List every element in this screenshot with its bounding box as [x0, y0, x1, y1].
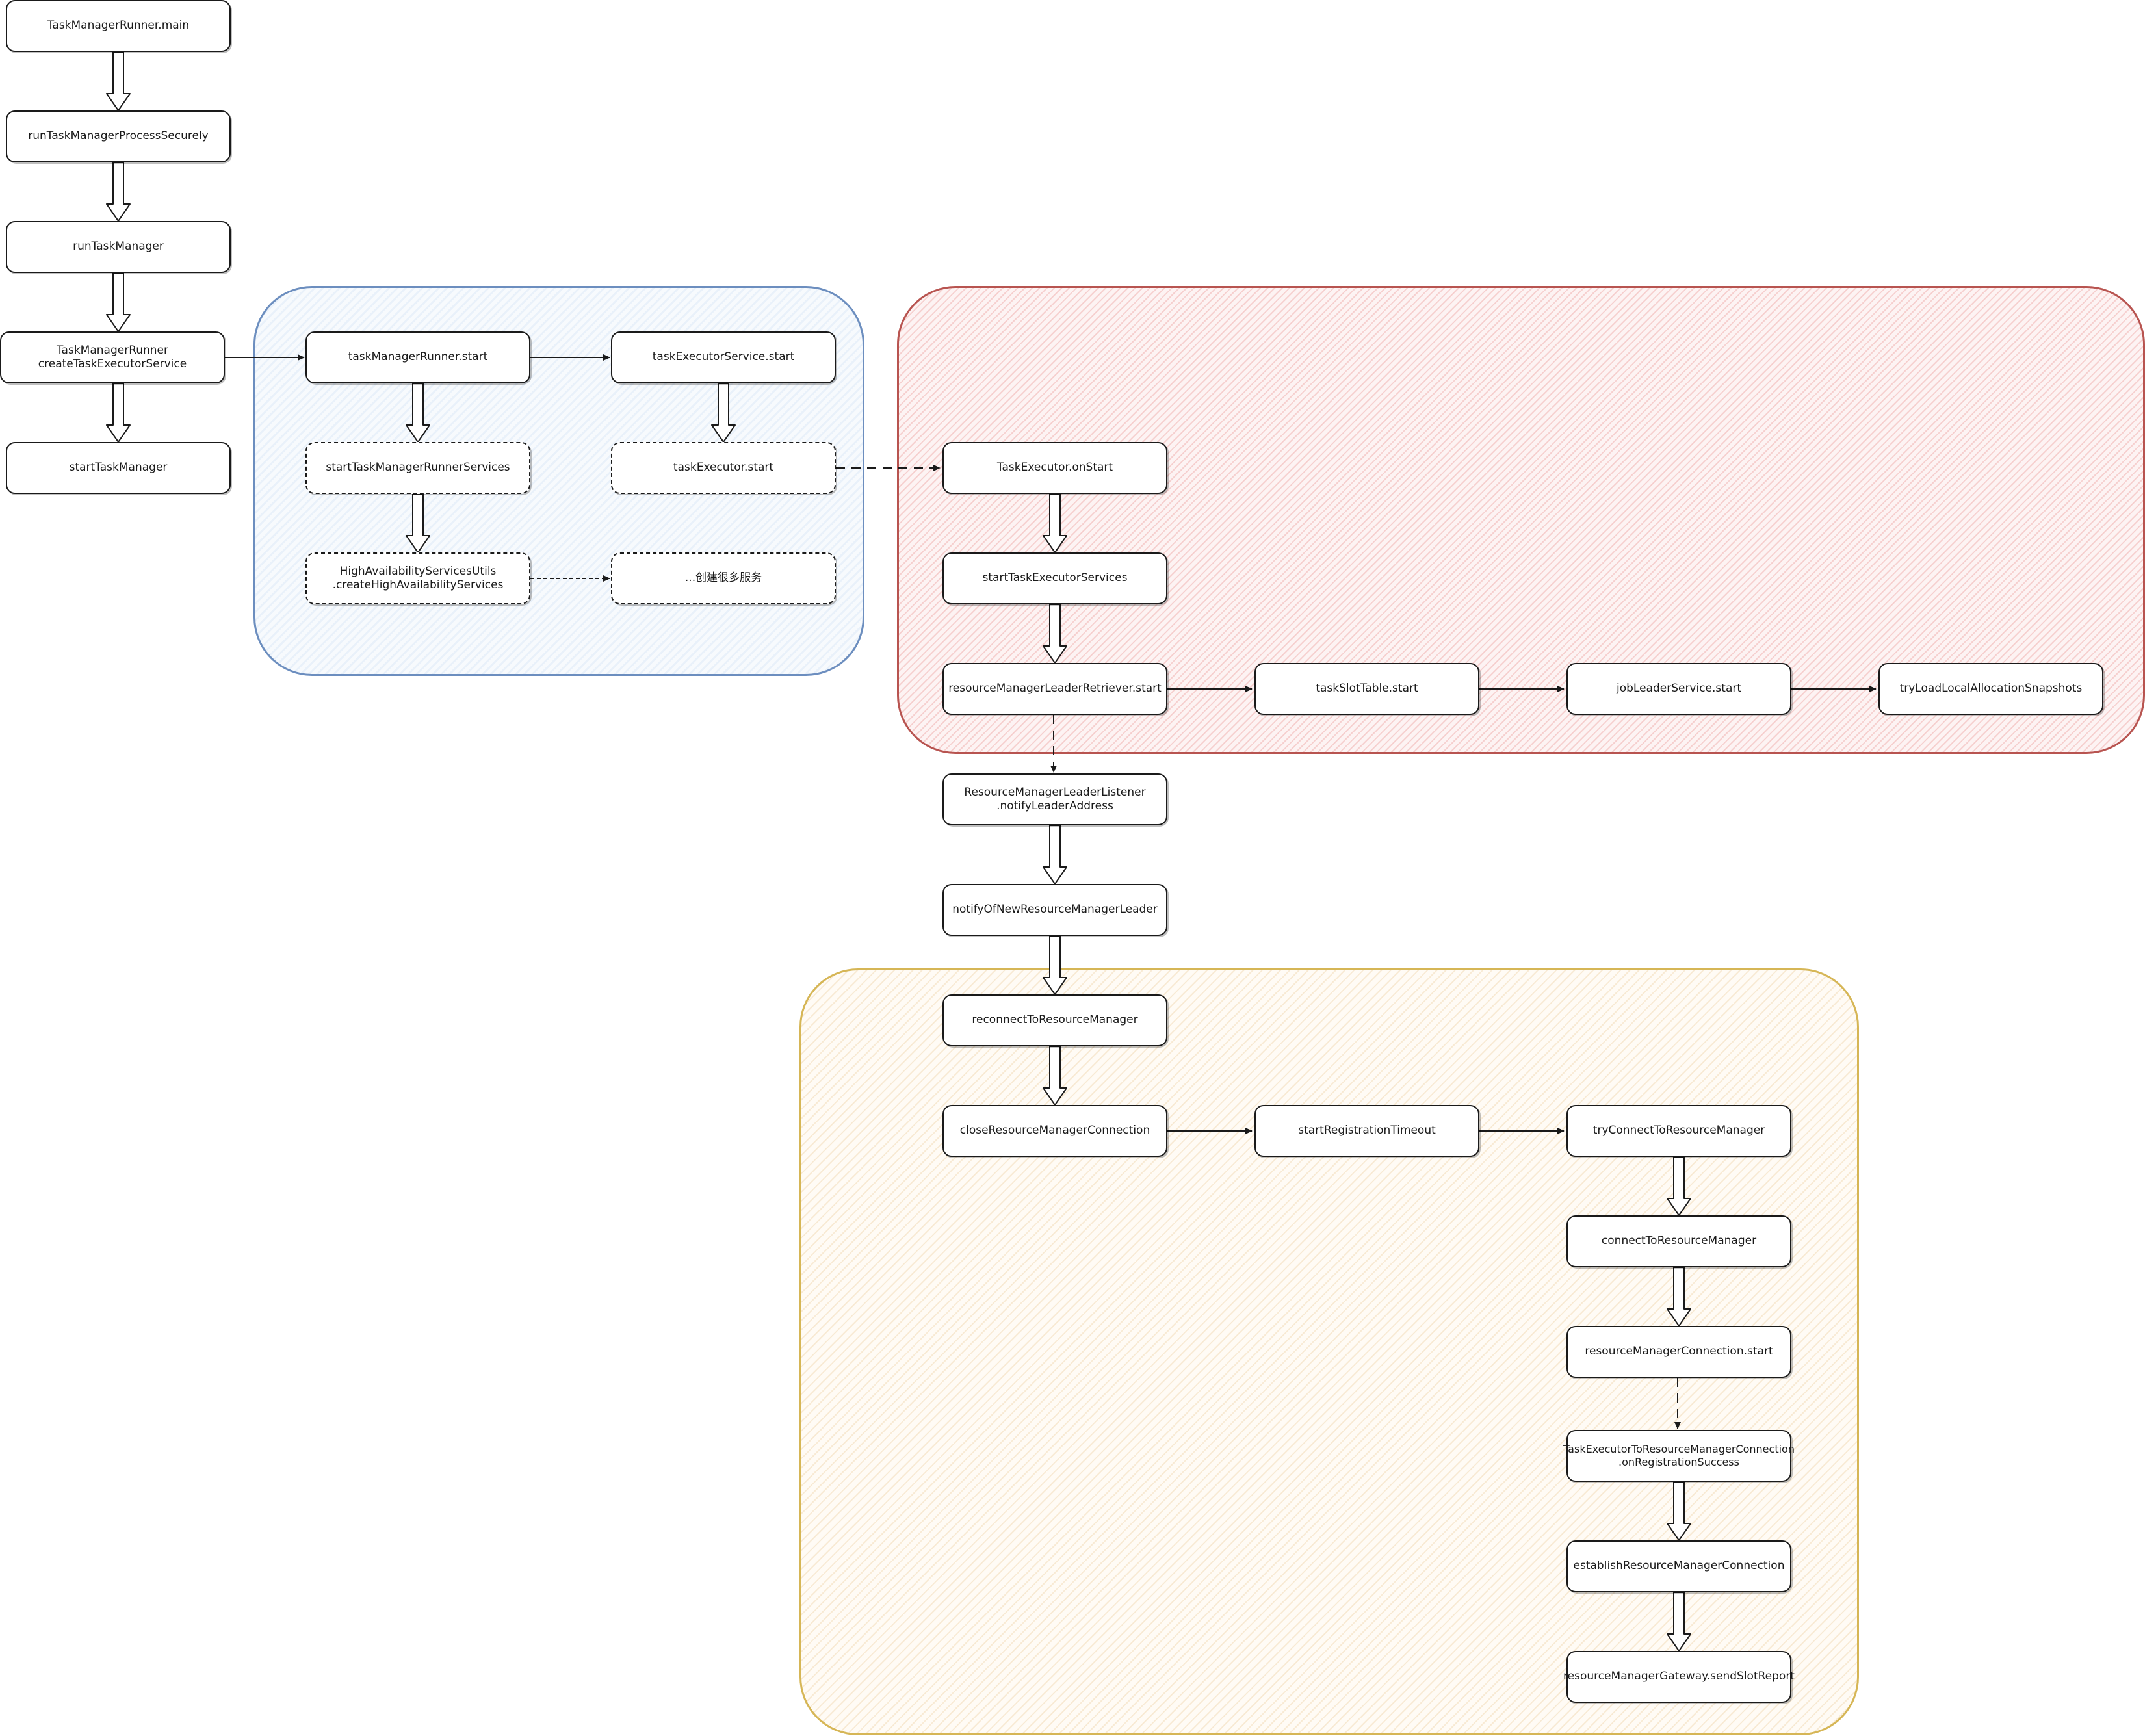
- flow-arrow: [1043, 604, 1067, 664]
- node-label: startTaskManagerRunnerServices: [326, 461, 510, 474]
- node-label: tryLoadLocalAllocationSnapshots: [1899, 682, 2083, 695]
- node-label: tryConnectToResourceManager: [1592, 1124, 1765, 1137]
- node-label: runTaskManagerProcessSecurely: [28, 129, 209, 143]
- node-label: establishResourceManagerConnection: [1573, 1559, 1785, 1573]
- flow-arrow: [1667, 1592, 1691, 1652]
- node-label: startRegistrationTimeout: [1298, 1124, 1436, 1137]
- node-rm-leader-listener-notify: ResourceManagerLeaderListener .notifyLea…: [942, 773, 1167, 825]
- node-rm-connection-start: resourceManagerConnection.start: [1566, 1326, 1791, 1378]
- node-label: taskExecutorService.start: [652, 350, 795, 364]
- node-start-registration-timeout: startRegistrationTimeout: [1254, 1105, 1479, 1157]
- node-establish-rm-connection: establishResourceManagerConnection: [1566, 1540, 1791, 1592]
- node-start-task-executor-services: startTaskExecutorServices: [942, 552, 1167, 604]
- node-label: startTaskManager: [69, 461, 168, 474]
- node-label: closeResourceManagerConnection: [959, 1124, 1150, 1137]
- node-on-registration-success: TaskExecutorToResourceManagerConnection …: [1563, 1430, 1795, 1482]
- node-label: TaskManagerRunner createTaskExecutorServ…: [38, 343, 187, 370]
- node-label: jobLeaderService.start: [1616, 682, 1742, 695]
- node-task-manager-runner-start: taskManagerRunner.start: [306, 331, 530, 383]
- node-label: resourceManagerLeaderRetriever.start: [948, 682, 1162, 695]
- flow-arrow: [1667, 1481, 1691, 1541]
- flow-arrow: [1043, 1046, 1067, 1106]
- node-label: reconnectToResourceManager: [972, 1013, 1138, 1027]
- node-rm-leader-retriever-start: resourceManagerLeaderRetriever.start: [942, 663, 1167, 715]
- node-label: taskExecutor.start: [673, 461, 774, 474]
- node-label: TaskExecutor.onStart: [996, 461, 1113, 474]
- node-task-slot-table-start: taskSlotTable.start: [1254, 663, 1479, 715]
- node-label: resourceManagerConnection.start: [1585, 1345, 1773, 1358]
- node-create-task-executor-service: TaskManagerRunner createTaskExecutorServ…: [0, 331, 225, 383]
- node-label: runTaskManager: [73, 240, 164, 253]
- flow-arrow: [106, 272, 131, 332]
- node-label: ResourceManagerLeaderListener .notifyLea…: [964, 785, 1146, 812]
- node-task-executor-onstart: TaskExecutor.onStart: [942, 442, 1167, 494]
- node-send-slot-report: resourceManagerGateway.sendSlotReport: [1563, 1651, 1795, 1703]
- flow-arrow: [1667, 1156, 1691, 1216]
- node-label: HighAvailabilityServicesUtils .createHig…: [332, 564, 504, 591]
- node-label: ...创建很多服务: [684, 571, 762, 585]
- node-start-task-manager: startTaskManager: [6, 442, 231, 494]
- node-label: taskManagerRunner.start: [348, 350, 488, 364]
- flow-arrow: [1043, 935, 1067, 995]
- flow-arrow: [1043, 493, 1067, 553]
- flow-arrow: [1667, 1267, 1691, 1327]
- node-task-manager-runner-main: TaskManagerRunner.main: [6, 0, 231, 52]
- node-connect-to-rm: connectToResourceManager: [1566, 1215, 1791, 1267]
- node-task-executor-start: taskExecutor.start: [611, 442, 836, 494]
- node-run-task-manager: runTaskManager: [6, 221, 231, 273]
- flow-arrow: [1043, 825, 1067, 885]
- node-label: TaskExecutorToResourceManagerConnection …: [1563, 1443, 1795, 1468]
- flow-arrow: [406, 493, 430, 553]
- flow-arrow: [406, 383, 430, 443]
- flow-arrow: [711, 383, 736, 443]
- node-job-leader-service-start: jobLeaderService.start: [1566, 663, 1791, 715]
- node-close-rm-connection: closeResourceManagerConnection: [942, 1105, 1167, 1157]
- node-create-many-services: ...创建很多服务: [611, 552, 836, 604]
- flow-arrow: [106, 162, 131, 222]
- node-try-load-local-allocation-snapshots: tryLoadLocalAllocationSnapshots: [1878, 663, 2103, 715]
- node-label: startTaskExecutorServices: [982, 571, 1128, 585]
- node-task-executor-service-start: taskExecutorService.start: [611, 331, 836, 383]
- node-try-connect-to-rm: tryConnectToResourceManager: [1566, 1105, 1791, 1157]
- node-label: resourceManagerGateway.sendSlotReport: [1563, 1670, 1795, 1683]
- node-label: connectToResourceManager: [1601, 1234, 1757, 1248]
- node-reconnect-to-rm: reconnectToResourceManager: [942, 994, 1167, 1046]
- flow-arrow: [106, 383, 131, 443]
- node-start-task-manager-runner-services: startTaskManagerRunnerServices: [306, 442, 530, 494]
- node-label: TaskManagerRunner.main: [47, 19, 190, 32]
- node-label: notifyOfNewResourceManagerLeader: [952, 903, 1158, 916]
- node-label: taskSlotTable.start: [1316, 682, 1418, 695]
- node-run-task-manager-process-securely: runTaskManagerProcessSecurely: [6, 110, 231, 162]
- node-notify-new-rm-leader: notifyOfNewResourceManagerLeader: [942, 884, 1167, 936]
- node-high-availability-services-utils: HighAvailabilityServicesUtils .createHig…: [306, 552, 530, 604]
- flow-arrow: [106, 51, 131, 111]
